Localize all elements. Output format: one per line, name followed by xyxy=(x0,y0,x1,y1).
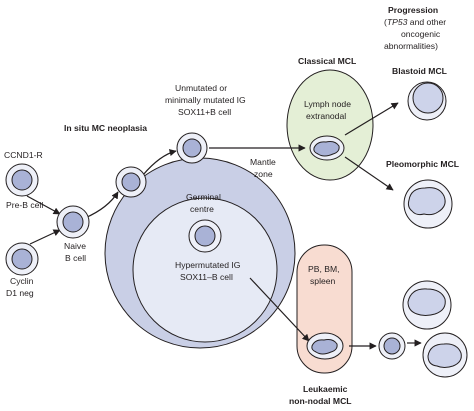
label-zone: zone xyxy=(254,169,273,179)
arrow-hypermutated-to-leukaemic xyxy=(249,277,310,342)
label-progression-title: Progression xyxy=(388,5,438,15)
arrow-naive-to-mantle-cell xyxy=(84,191,119,219)
arrow-classical-to-pleomorphic xyxy=(344,156,394,191)
cell-leukaemic-progression-lower xyxy=(422,332,468,378)
label-naive: Naive xyxy=(64,241,86,251)
label-mantle: Mantle xyxy=(250,157,276,167)
label-unmutated-3: SOX11+B cell xyxy=(178,107,231,117)
label-tp53: TP53 xyxy=(387,17,408,27)
label-unmutated-1: Unmutated or xyxy=(175,83,227,93)
label-cyclin: Cyclin xyxy=(10,276,34,286)
cell-unmutated-sox11-pos xyxy=(176,132,208,164)
arrow-cyclin-to-naive xyxy=(29,229,61,245)
cell-cyclin-d1-neg xyxy=(5,242,39,276)
label-blastoid-mcl: Blastoid MCL xyxy=(392,66,447,76)
cell-leukaemic-progression-upper xyxy=(402,280,452,330)
cell-mantle-zone xyxy=(115,166,147,198)
cell-hypermutated-sox11-neg xyxy=(188,219,222,253)
cell-naive-b xyxy=(56,205,90,239)
germinal-centre-circle xyxy=(132,197,278,343)
cell-leukaemic-derived xyxy=(378,332,406,360)
label-germinal: Germinal xyxy=(186,192,221,202)
arrow-mantle-cell-to-unmutated-cell xyxy=(142,149,177,176)
arrow-preb-to-naive xyxy=(26,195,61,215)
cell-pleomorphic-mcl xyxy=(403,179,453,229)
cell-leukaemic-capsule xyxy=(306,332,344,360)
label-leukaemic: Leukaemic xyxy=(303,384,348,394)
label-in-situ: In situ MC neoplasia xyxy=(64,123,147,133)
label-non-nodal-mcl: non-nodal MCL xyxy=(289,396,352,406)
label-unmutated-2: minimally mutated IG xyxy=(165,95,246,105)
label-centre: centre xyxy=(190,204,214,214)
label-spleen: spleen xyxy=(310,276,336,286)
arrow-classical-to-blastoid xyxy=(344,102,399,136)
cell-classical-mcl xyxy=(309,135,345,161)
label-preb-cell: Pre-B cell xyxy=(6,200,43,210)
label-sox11-neg: SOX11–B cell xyxy=(180,272,233,282)
label-lymph-node: Lymph node xyxy=(304,99,351,109)
label-and-other: and other xyxy=(407,17,446,27)
label-pleomorphic-mcl: Pleomorphic MCL xyxy=(386,159,459,169)
label-d1-neg: D1 neg xyxy=(6,288,34,298)
label-ccnd1r: CCND1-R xyxy=(4,150,43,160)
cell-preb xyxy=(5,163,39,197)
label-pb-bm: PB, BM, xyxy=(308,264,340,274)
label-oncogenic: oncogenic xyxy=(401,29,441,39)
label-progression-line1: (TP53 and other xyxy=(384,17,446,27)
label-classical-mcl: Classical MCL xyxy=(298,56,356,66)
label-hypermutated: Hypermutated IG xyxy=(175,260,241,270)
label-b-cell: B cell xyxy=(65,253,86,263)
label-extranodal: extranodal xyxy=(306,111,346,121)
cell-blastoid-mcl xyxy=(407,81,447,121)
label-abnormalities: abnormalities) xyxy=(384,41,438,51)
classical-mcl-oval xyxy=(286,69,374,181)
